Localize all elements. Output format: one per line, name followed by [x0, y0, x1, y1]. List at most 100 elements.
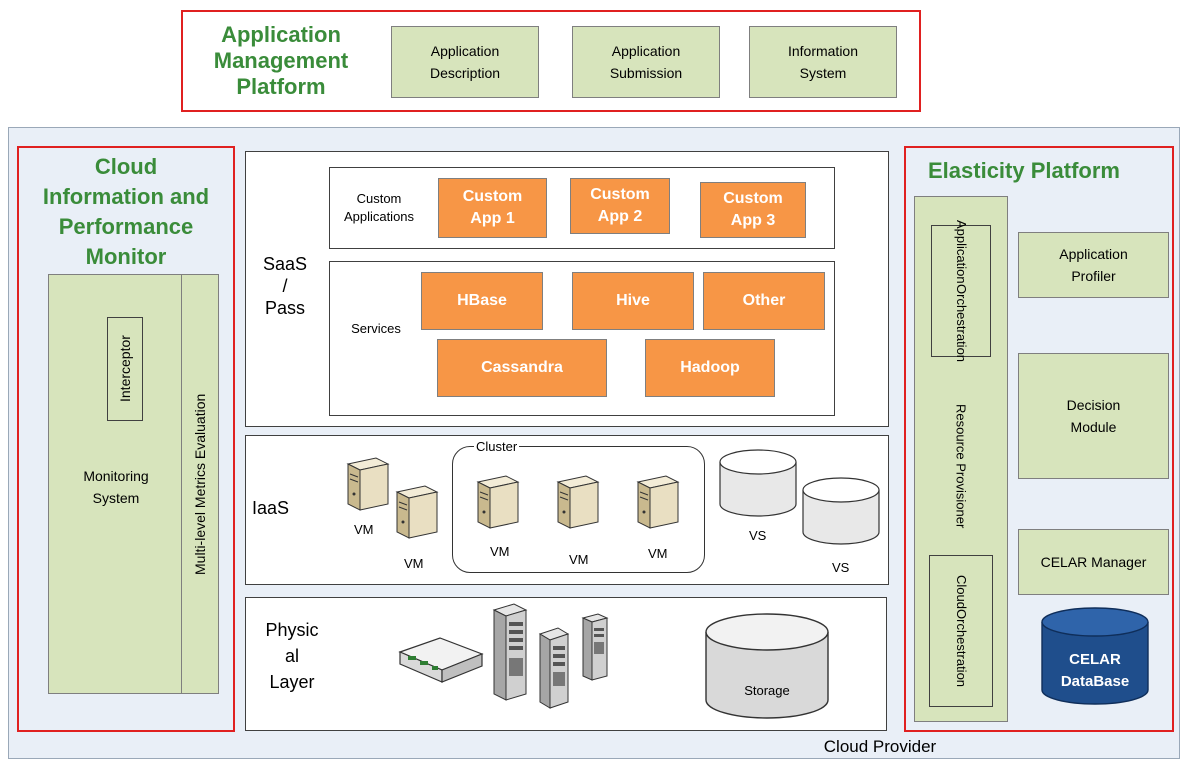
label-line: Orchestration [954, 608, 969, 687]
application-submission-box: Application Submission [572, 26, 720, 98]
physical-layer: Physic al Layer Storage [245, 597, 887, 731]
server-icon [476, 475, 520, 529]
tower-server-icon [581, 613, 609, 681]
label-line: Applications [343, 209, 415, 224]
vm-label-5: VM [648, 546, 668, 561]
label-line: Profiler [1071, 268, 1116, 284]
label-line: App 2 [597, 208, 643, 225]
application-profiler-box: Application Profiler [1018, 232, 1169, 298]
storage-cylinder-icon [705, 613, 829, 719]
label-line: Decision [1066, 397, 1121, 413]
vm-label-3: VM [490, 544, 510, 559]
label-line: Orchestration [954, 283, 969, 362]
title-line: Cloud [94, 154, 158, 179]
hbase-box: HBase [421, 272, 543, 330]
other-box: Other [703, 272, 825, 330]
box-line: Information [787, 43, 859, 59]
tower-server-icon [492, 603, 528, 701]
interceptor-box: Interceptor [107, 317, 143, 421]
server-icon [556, 475, 600, 529]
label-line: Monitoring [83, 468, 149, 484]
iaas-layer-label: IaaS [252, 498, 290, 518]
metrics-evaluation-box: Multi-level Metrics Evaluation [181, 274, 219, 694]
network-switch-icon [398, 637, 484, 683]
label-line: Module [1070, 419, 1117, 435]
saas-layer-label: SaaS / Pass [250, 246, 320, 326]
box-line: Submission [609, 65, 683, 81]
label-line: CELAR [1069, 651, 1121, 668]
vs-label-2: VS [832, 560, 850, 575]
celar-manager-box: CELAR Manager [1018, 529, 1169, 595]
cluster-label: Cluster [474, 439, 520, 454]
custom-app-3-box: Custom App 3 [700, 182, 806, 238]
custom-app-1-box: Custom App 1 [438, 178, 547, 238]
cloud-provider-label: Cloud Provider [823, 737, 937, 756]
title-line: Information and [42, 184, 210, 209]
custom-app-2-box: Custom App 2 [570, 178, 670, 234]
database-cylinder-icon [1041, 607, 1149, 705]
label-line: Custom [723, 190, 783, 207]
label-line: System [92, 490, 140, 506]
decision-module-box: Decision Module [1018, 353, 1169, 479]
metrics-evaluation-label: Multi-level Metrics Evaluation [192, 393, 208, 575]
application-management-platform: Application Management Platform Applicat… [181, 10, 921, 112]
amp-title-line-1: Application [221, 22, 341, 47]
label-line: Physic [265, 620, 319, 640]
performance-monitor-frame: Cloud Information and Performance Monito… [17, 146, 235, 732]
label-line: Application [1059, 246, 1128, 262]
monitoring-system-box: Interceptor Monitoring System [48, 274, 182, 694]
label-line: Layer [269, 672, 315, 692]
hive-box: Hive [572, 272, 694, 330]
storage-cylinder-icon [719, 449, 797, 517]
label-line: Custom [590, 186, 650, 203]
services-label: Services [351, 320, 401, 336]
physical-layer-label: Physic al Layer [254, 616, 330, 696]
monitor-title: Cloud Information and Performance Monito… [19, 152, 233, 272]
title-line: Performance [58, 214, 194, 239]
label-line: Cloud [954, 574, 969, 609]
box-line: Application [430, 43, 500, 59]
label-line: App 3 [730, 212, 776, 229]
information-system-box: Information System [749, 26, 897, 98]
amp-title-line-3: Platform [236, 74, 326, 99]
label-line: Pass [264, 298, 306, 318]
elasticity-title: Elasticity Platform [928, 158, 1120, 183]
interceptor-label: Interceptor [117, 335, 133, 403]
celar-database-label: CELAR DataBase [1040, 646, 1150, 696]
label-line: / [282, 276, 288, 296]
services-panel: Services HBase Hive Other Cassandra Hado… [329, 261, 835, 416]
custom-applications-panel: Custom Applications Custom App 1 Custom … [329, 167, 835, 249]
vm-label-4: VM [569, 552, 589, 567]
tower-server-icon [538, 627, 570, 709]
iaas-layer: IaaS VM VM Cluster VM VM [245, 435, 889, 585]
server-icon [395, 485, 439, 539]
label-line: SaaS [262, 254, 308, 274]
box-line: System [799, 65, 847, 81]
amp-title-line-2: Management [213, 48, 349, 73]
custom-applications-label: Custom Applications [334, 186, 424, 230]
cloud-orchestration-box: Cloud Orchestration [929, 555, 993, 707]
monitoring-system-label: Monitoring System [49, 463, 183, 511]
label-line: Application [954, 220, 969, 284]
label-line: DataBase [1060, 673, 1130, 690]
storage-label: Storage [744, 682, 790, 698]
vm-label-2: VM [404, 556, 424, 571]
saas-layer: SaaS / Pass Custom Applications Custom A… [245, 151, 889, 427]
resource-provisioner-label: Resource Provisioner [953, 403, 969, 529]
vs-label-1: VS [749, 528, 767, 543]
label-line: Custom [462, 188, 523, 205]
box-line: Description [429, 65, 501, 81]
vm-label-1: VM [354, 522, 374, 537]
title-line: Monitor [85, 244, 167, 269]
storage-cylinder-icon [802, 477, 880, 545]
server-icon [636, 475, 680, 529]
label-line: al [284, 646, 299, 666]
amp-title: Application Management Platform [191, 16, 371, 106]
application-description-box: Application Description [391, 26, 539, 98]
elasticity-platform-frame: Elasticity Platform Application Orchestr… [904, 146, 1174, 732]
hadoop-box: Hadoop [645, 339, 775, 397]
label-line: Custom [356, 191, 402, 206]
application-orchestration-box: Application Orchestration [931, 220, 991, 362]
resource-provisioner-box: Application Orchestration Resource Provi… [914, 196, 1008, 722]
cassandra-box: Cassandra [437, 339, 607, 397]
